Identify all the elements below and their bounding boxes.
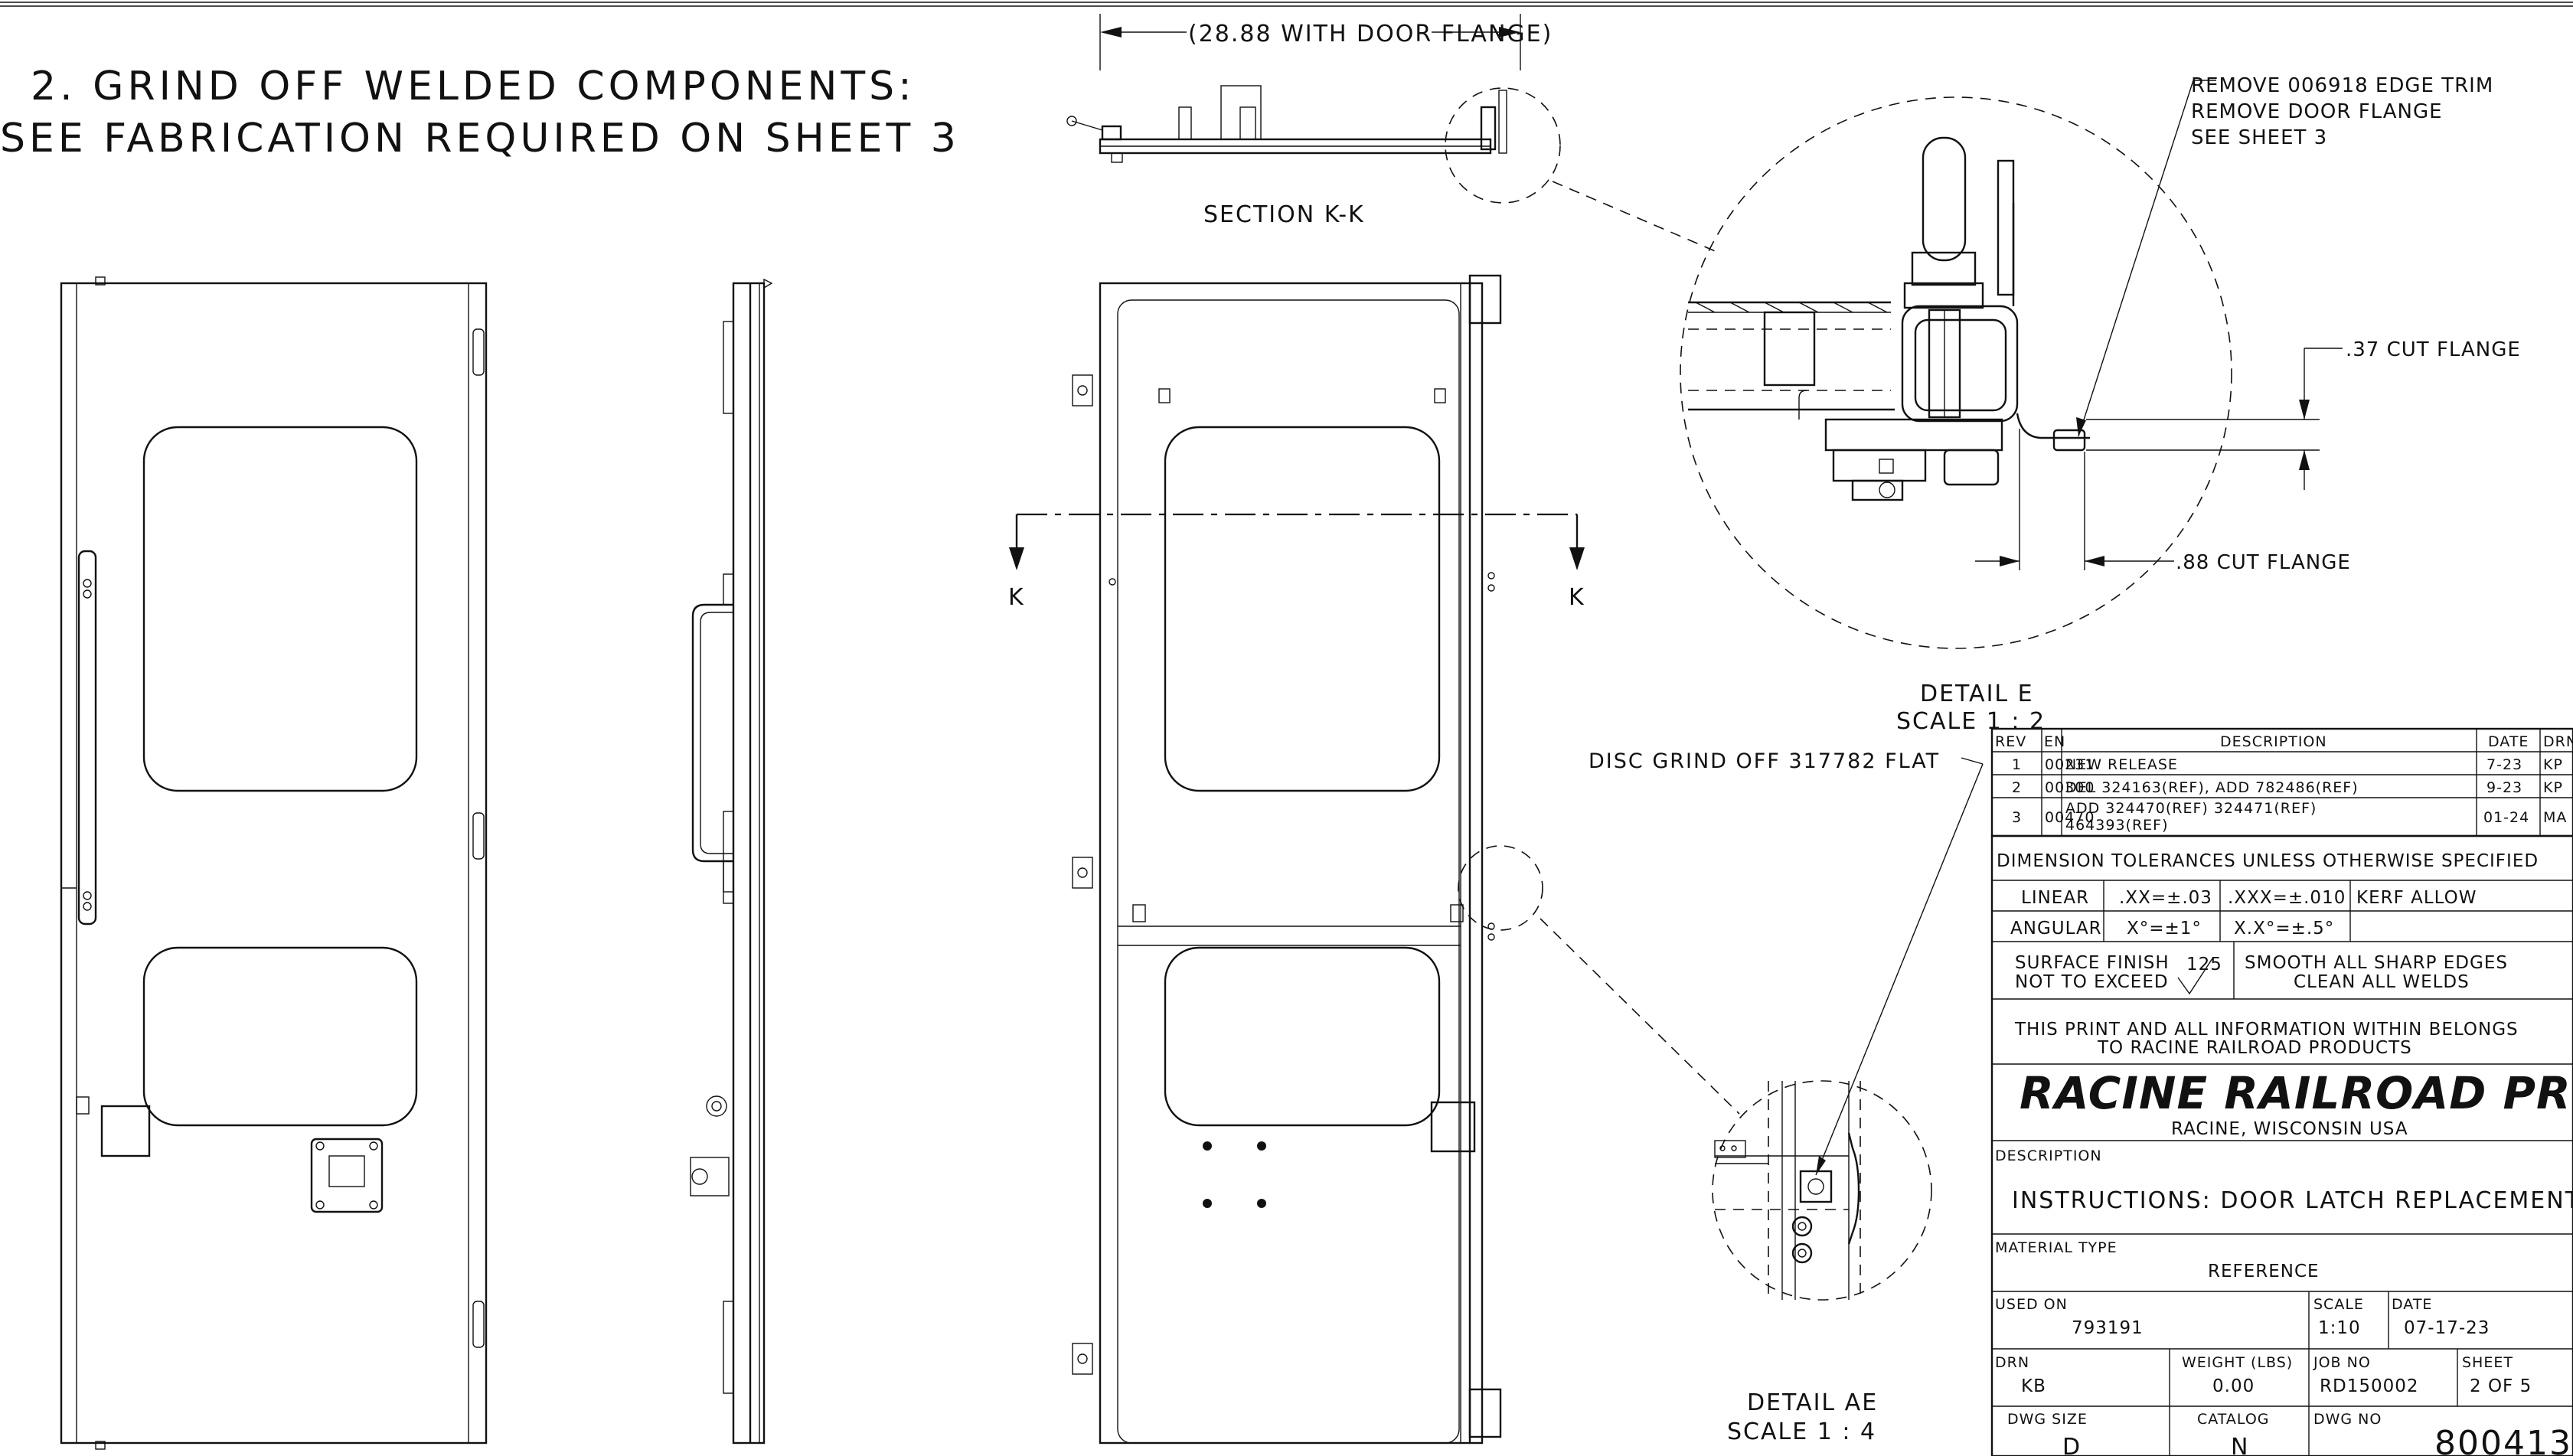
detail-e-view: REMOVE 006918 EDGE TRIM REMOVE DOOR FLAN… bbox=[1680, 74, 2521, 735]
revision-table: REV EN DESCRIPTION DATE DRN 1 00231 NEW … bbox=[1990, 727, 2573, 837]
cut-mark-right: K bbox=[1569, 584, 1585, 611]
dwg-no-value: 800413 bbox=[2434, 1424, 2572, 1456]
edges-note: SMOOTH ALL SHARP EDGES bbox=[2245, 953, 2508, 973]
rev-row-desc: NEW RELEASE bbox=[2065, 756, 2178, 773]
sheet-label: SHEET bbox=[2462, 1354, 2513, 1371]
rev-row-date: 7-23 bbox=[2486, 756, 2522, 773]
cut-mark-left: K bbox=[1008, 584, 1025, 611]
rev-row-en: 00470 bbox=[2045, 809, 2095, 826]
used-on-label: USED ON bbox=[1995, 1296, 2068, 1313]
rev-row-drn: KP bbox=[2543, 756, 2563, 773]
proprietary-line-2: TO RACINE RAILROAD PRODUCTS bbox=[2097, 1038, 2412, 1058]
scale-label: SCALE bbox=[2313, 1296, 2364, 1313]
detail-ae-title: DETAIL AE bbox=[1747, 1389, 1878, 1416]
section-kk-view: (28.88 WITH DOOR FLANGE) SECTION K-K bbox=[1066, 14, 1561, 228]
drn-label: DRN bbox=[1995, 1354, 2029, 1371]
linear-label: LINEAR bbox=[2021, 888, 2089, 908]
drn-value: KB bbox=[2021, 1376, 2046, 1396]
detail-e-dim-bottom: .88 CUT FLANGE bbox=[2176, 551, 2351, 574]
detail-ae-callout: DISC GRIND OFF 317782 FLAT bbox=[1589, 749, 1940, 773]
rev-row-desc-2: 464393(REF) bbox=[2065, 817, 2169, 834]
detail-e-dim-top: .37 CUT FLANGE bbox=[2346, 338, 2521, 361]
rev-row-drn: KP bbox=[2543, 779, 2563, 796]
title-block: DIMENSION TOLERANCES UNLESS OTHERWISE SP… bbox=[1990, 834, 2573, 1456]
sheet-value: 2 OF 5 bbox=[2470, 1376, 2532, 1396]
detail-e-note-line-2: REMOVE DOOR FLANGE bbox=[2191, 100, 2443, 123]
date-label: DATE bbox=[2392, 1296, 2432, 1313]
scale-value: 1:10 bbox=[2318, 1318, 2361, 1338]
detail-e-leader bbox=[1552, 181, 1719, 253]
weight-label: WEIGHT (LBS) bbox=[2182, 1354, 2293, 1371]
weight-value: 0.00 bbox=[2212, 1376, 2255, 1396]
drawing-description: INSTRUCTIONS: DOOR LATCH REPLACEMENT bbox=[2012, 1187, 2573, 1214]
rev-header-rev: REV bbox=[1995, 733, 2026, 750]
rev-row-desc: ADD 324470(REF) 324471(REF) bbox=[2065, 800, 2317, 817]
section-kk-dimension: (28.88 WITH DOOR FLANGE) bbox=[1188, 21, 1553, 47]
detail-e-note-line-1: REMOVE 006918 EDGE TRIM bbox=[2191, 74, 2493, 97]
section-cut-line: K K bbox=[1008, 513, 1585, 611]
rev-row-desc: DEL 324163(REF), ADD 782486(REF) bbox=[2065, 779, 2359, 796]
rev-row-date: 9-23 bbox=[2486, 779, 2522, 796]
rev-row-date: 01-24 bbox=[2483, 809, 2529, 826]
sheet-border bbox=[0, 2, 2573, 7]
linear-xxx: .XXX=±.010 bbox=[2228, 888, 2346, 908]
rev-row-rev: 2 bbox=[2012, 779, 2022, 796]
rev-header-date: DATE bbox=[2488, 733, 2529, 750]
rev-row-en: 00231 bbox=[2045, 756, 2095, 773]
door-front-view bbox=[60, 276, 488, 1450]
catalog-label: CATALOG bbox=[2197, 1411, 2270, 1428]
note-line-1: 2. GRIND OFF WELDED COMPONENTS: bbox=[31, 64, 916, 109]
kerf-allow: KERF ALLOW bbox=[2356, 888, 2477, 908]
material-label: MATERIAL TYPE bbox=[1995, 1239, 2118, 1256]
section-kk-title: SECTION K-K bbox=[1203, 201, 1365, 228]
rev-header-drn: DRN bbox=[2543, 733, 2573, 750]
job-no-value: RD150002 bbox=[2320, 1376, 2419, 1396]
general-note: 2. GRIND OFF WELDED COMPONENTS: SEE FABR… bbox=[0, 64, 960, 162]
job-no-label: JOB NO bbox=[2313, 1354, 2371, 1371]
surface-finish-label: SURFACE FINISH bbox=[2015, 953, 2170, 973]
catalog-value: N bbox=[2231, 1434, 2249, 1456]
angular-x: X°=±1° bbox=[2127, 919, 2202, 939]
material-value: REFERENCE bbox=[2208, 1262, 2320, 1281]
detail-ae-leader bbox=[1540, 918, 1740, 1115]
rev-row-en: 00300 bbox=[2045, 779, 2095, 796]
detail-e-note-line-3: SEE SHEET 3 bbox=[2191, 126, 2327, 149]
used-on-value: 793191 bbox=[2072, 1318, 2144, 1338]
welds-note: CLEAN ALL WELDS bbox=[2294, 972, 2470, 992]
description-label: DESCRIPTION bbox=[1995, 1147, 2102, 1164]
detail-ae-view: DISC GRIND OFF 317782 FLAT DETAIL AE SCA… bbox=[1589, 749, 1984, 1445]
rev-header-description: DESCRIPTION bbox=[2220, 733, 2327, 750]
rev-header-en: EN bbox=[2044, 733, 2065, 750]
dwg-size-label: DWG SIZE bbox=[2007, 1411, 2088, 1428]
detail-e-scale: SCALE 1 : 2 bbox=[1896, 708, 2046, 735]
angular-xx: X.X°=±.5° bbox=[2234, 919, 2334, 939]
detail-ae-scale: SCALE 1 : 4 bbox=[1727, 1418, 1876, 1445]
door-inside-view bbox=[1072, 274, 1543, 1445]
finish-symbol-icon bbox=[2177, 958, 2213, 995]
door-side-view bbox=[690, 278, 773, 1445]
not-to-exceed-label: NOT TO EXCEED bbox=[2015, 972, 2169, 992]
angular-label: ANGULAR bbox=[2010, 919, 2102, 939]
detail-e-title: DETAIL E bbox=[1920, 681, 2034, 707]
tolerance-title: DIMENSION TOLERANCES UNLESS OTHERWISE SP… bbox=[1997, 851, 2539, 871]
dwg-size-value: D bbox=[2062, 1434, 2082, 1456]
dwg-no-label: DWG NO bbox=[2313, 1411, 2382, 1428]
rev-row-rev: 1 bbox=[2012, 756, 2022, 773]
rev-row-rev: 3 bbox=[2012, 809, 2022, 826]
company-location: RACINE, WISCONSIN USA bbox=[2171, 1119, 2408, 1139]
company-logo: RACINE RAILROAD PRODUCTS bbox=[2020, 1067, 2573, 1119]
rev-row-drn: MA bbox=[2543, 809, 2567, 826]
note-line-2: SEE FABRICATION REQUIRED ON SHEET 3 bbox=[0, 116, 960, 162]
date-value: 07-17-23 bbox=[2404, 1318, 2490, 1338]
linear-xx: .XX=±.03 bbox=[2119, 888, 2212, 908]
proprietary-line-1: THIS PRINT AND ALL INFORMATION WITHIN BE… bbox=[2014, 1020, 2519, 1040]
